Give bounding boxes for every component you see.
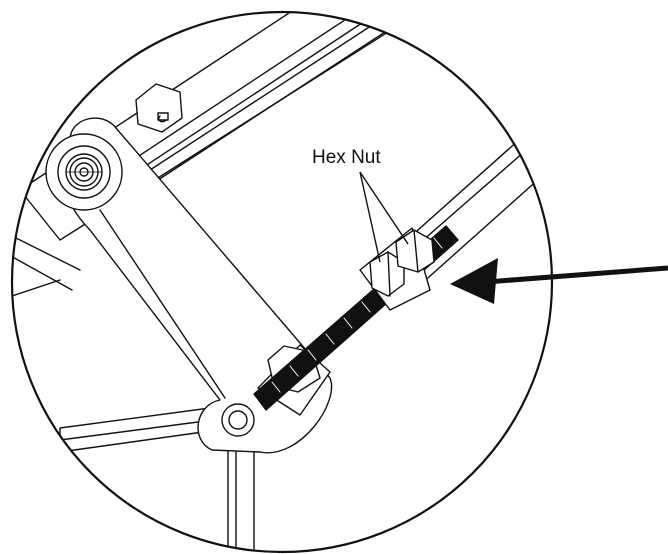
pointer-arrow [450, 258, 668, 304]
vertical-leg [227, 439, 255, 552]
hex-nut-lower [369, 251, 405, 297]
hex-nut-label: Hex Nut [312, 147, 381, 168]
hex-bolt-head [135, 83, 183, 133]
detail-circle-border [10, 10, 554, 554]
lower-pin [221, 403, 255, 437]
hex-nut-leader-lines [359, 171, 409, 263]
pivot-bearing [45, 133, 123, 211]
